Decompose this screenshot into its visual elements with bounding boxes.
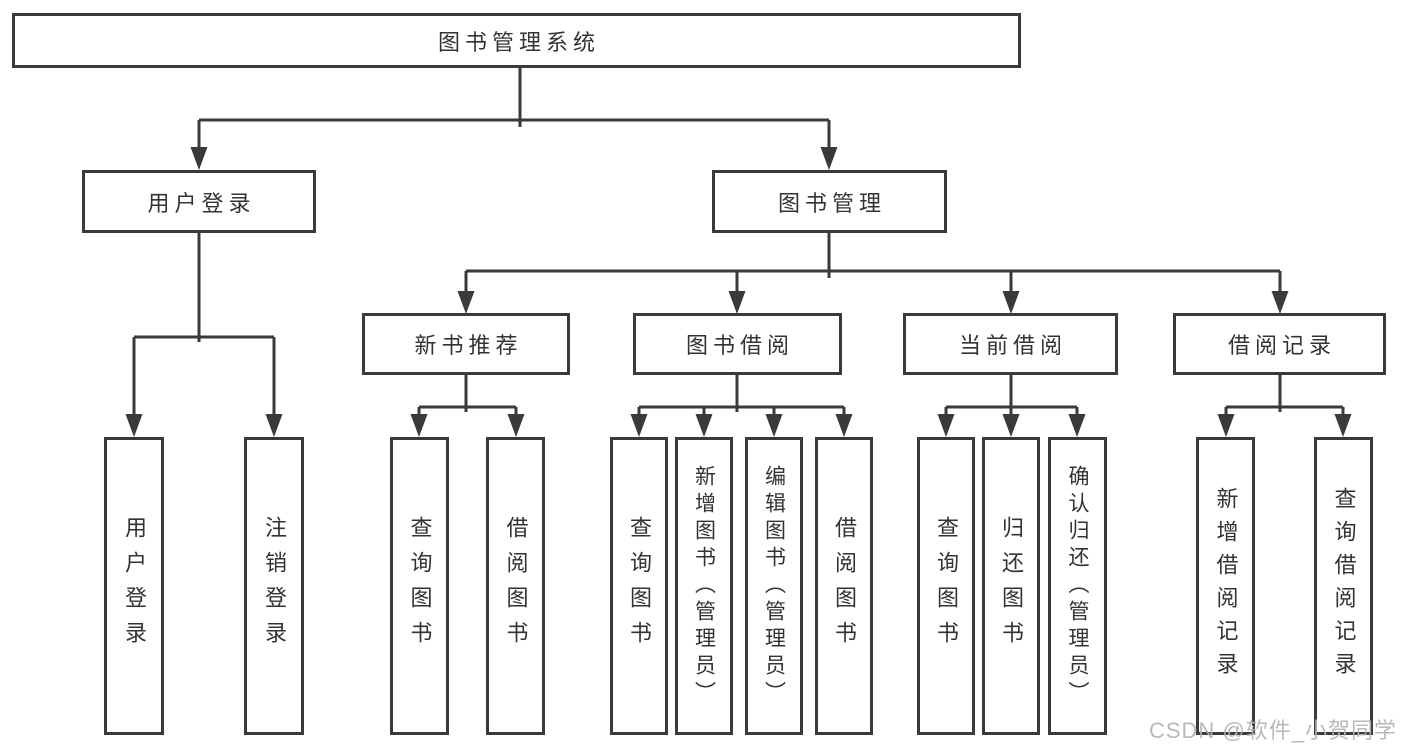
node-user-login: 用户登录 [82, 170, 316, 233]
leaf-bb-edit-books-admin: 编辑图书（管理员） [745, 437, 803, 735]
leaf-bb-borrow-books-label: 借阅图书 [832, 516, 857, 656]
leaf-nb-borrow-books: 借阅图书 [486, 437, 545, 735]
node-borrow-record-label: 借阅记录 [1227, 333, 1336, 358]
leaf-nb-query-books: 查询图书 [390, 437, 449, 735]
node-user-login-label: 用户登录 [147, 190, 256, 216]
node-current-borrow: 当前借阅 [903, 313, 1118, 375]
leaf-cb-return-books-label: 归还图书 [999, 516, 1024, 656]
leaf-br-add-record-label: 新增借阅记录 [1213, 487, 1239, 685]
node-current-borrow-label: 当前借阅 [958, 333, 1067, 358]
node-new-book-recommend: 新书推荐 [362, 313, 570, 375]
leaf-nb-borrow-books-label: 借阅图书 [503, 516, 529, 656]
node-root: 图书管理系统 [12, 13, 1021, 68]
leaf-br-query-record: 查询借阅记录 [1314, 437, 1373, 735]
node-new-book-recommend-label: 新书推荐 [414, 333, 523, 358]
node-book-management: 图书管理 [712, 170, 947, 233]
leaf-br-add-record: 新增借阅记录 [1196, 437, 1255, 735]
node-root-label: 图书管理系统 [437, 29, 600, 55]
leaf-user-login: 用户登录 [104, 437, 164, 735]
leaf-logout-label: 注销登录 [262, 516, 287, 656]
leaf-bb-query-books: 查询图书 [610, 437, 668, 735]
leaf-bb-add-books-admin: 新增图书（管理员） [675, 437, 733, 735]
leaf-cb-query-books-label: 查询图书 [934, 516, 959, 656]
arrowheads [125, 147, 1352, 437]
node-book-management-label: 图书管理 [777, 190, 886, 216]
leaf-bb-add-books-admin-label: 新增图书（管理员） [692, 464, 716, 708]
csdn-watermark: CSDN @软件_小贺同学 [1148, 718, 1397, 743]
leaf-user-login-label: 用户登录 [122, 516, 147, 656]
leaf-bb-query-books-label: 查询图书 [627, 516, 652, 656]
node-borrow-record: 借阅记录 [1173, 313, 1386, 375]
leaf-logout: 注销登录 [244, 437, 304, 735]
leaf-cb-confirm-return-admin: 确认归还（管理员） [1048, 437, 1107, 735]
leaf-nb-query-books-label: 查询图书 [407, 516, 433, 656]
node-book-borrow-label: 图书借阅 [685, 333, 794, 358]
leaf-bb-edit-books-admin-label: 编辑图书（管理员） [762, 464, 786, 708]
leaf-cb-return-books: 归还图书 [982, 437, 1040, 735]
leaf-cb-confirm-return-admin-label: 确认归还（管理员） [1066, 464, 1089, 708]
leaf-cb-query-books: 查询图书 [917, 437, 975, 735]
leaf-br-query-record-label: 查询借阅记录 [1331, 487, 1357, 685]
node-book-borrow: 图书借阅 [633, 313, 842, 375]
leaf-bb-borrow-books: 借阅图书 [815, 437, 873, 735]
